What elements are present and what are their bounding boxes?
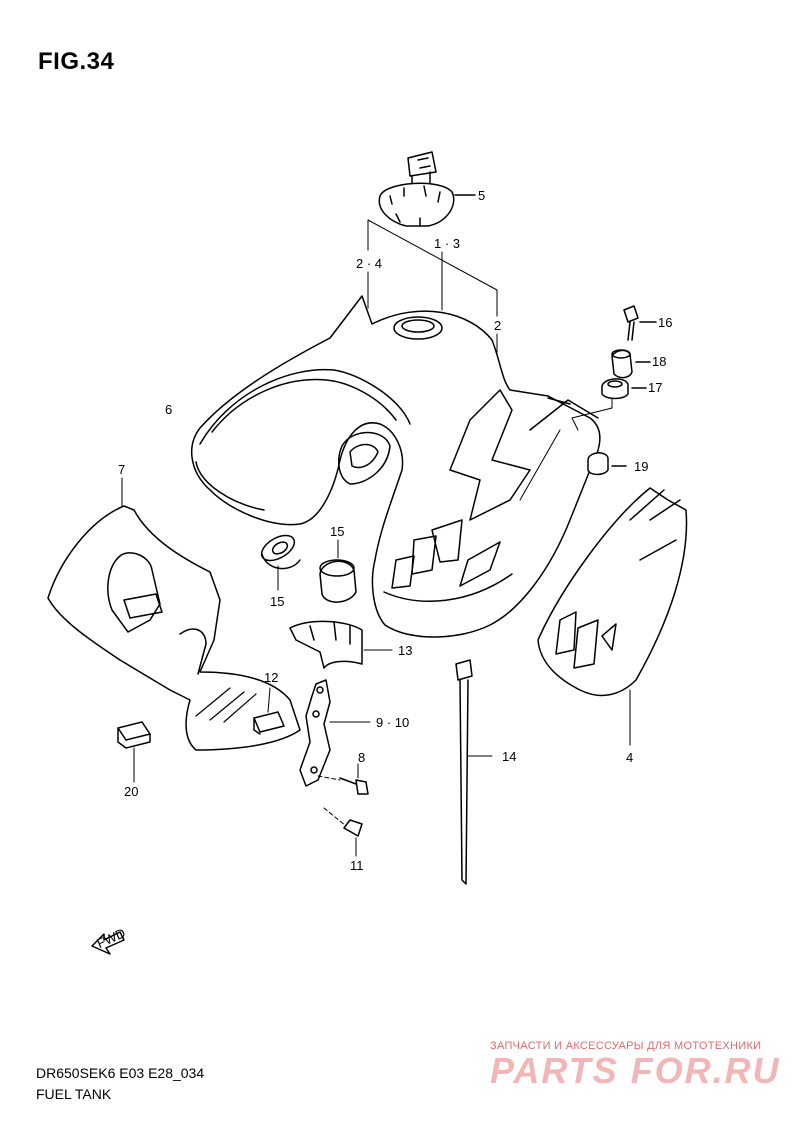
bracket-9-10 [299,679,371,787]
side-panel [47,477,301,751]
fuel-tank [191,295,601,638]
cushion-15-left [260,534,301,591]
tank-side-cover [537,487,688,746]
callout-labels: 1 · 3 2 · 4 2 4 5 6 7 8 9 · 10 11 12 13 … [94,188,672,951]
callout-18: 18 [652,354,666,369]
callout-9-10: 9 · 10 [376,715,409,730]
pad-12 [253,687,285,735]
fwd-label: FWD [94,925,127,951]
damper-20 [117,721,151,783]
callout-19: 19 [634,459,648,474]
cushion-17 [571,378,647,431]
callout-13: 13 [398,643,412,658]
callout-5: 5 [478,188,485,203]
callout-15-right: 15 [330,524,344,539]
callout-20: 20 [124,784,138,799]
callout-2: 2 [494,318,501,333]
grommet-19 [587,452,627,476]
callout-15-left: 15 [270,594,284,609]
watermark-tagline: ЗАПЧАСТИ И АКСЕССУАРЫ ДЛЯ МОТОТЕХНИКИ [490,1040,762,1052]
bolt-11 [323,807,363,857]
callout-11: 11 [350,858,364,873]
model-code: DR650SEK6 E03 E28_034 [36,1065,205,1081]
cushion-15-right [319,539,357,603]
callout-6: 6 [165,402,172,417]
callout-16: 16 [658,315,672,330]
figure-title: FIG.34 [38,48,115,75]
bolt-8 [317,763,369,795]
fwd-arrow [91,931,125,955]
callout-1-3: 1 · 3 [434,236,460,251]
watermark-logo: PARTS FOR.RU [490,1050,781,1091]
callout-12: 12 [264,670,278,685]
section-name: FUEL TANK [36,1086,112,1102]
callout-17: 17 [648,380,662,395]
bolt-16 [623,305,657,341]
fuel-cap [378,151,476,227]
collar-18 [611,349,651,379]
callout-8: 8 [358,750,365,765]
callout-14: 14 [502,749,516,764]
callout-7: 7 [118,462,125,477]
rubber-13 [289,620,393,669]
callout-2-4: 2 · 4 [356,256,382,271]
tie-band-14 [455,659,493,885]
callout-4: 4 [626,750,633,765]
